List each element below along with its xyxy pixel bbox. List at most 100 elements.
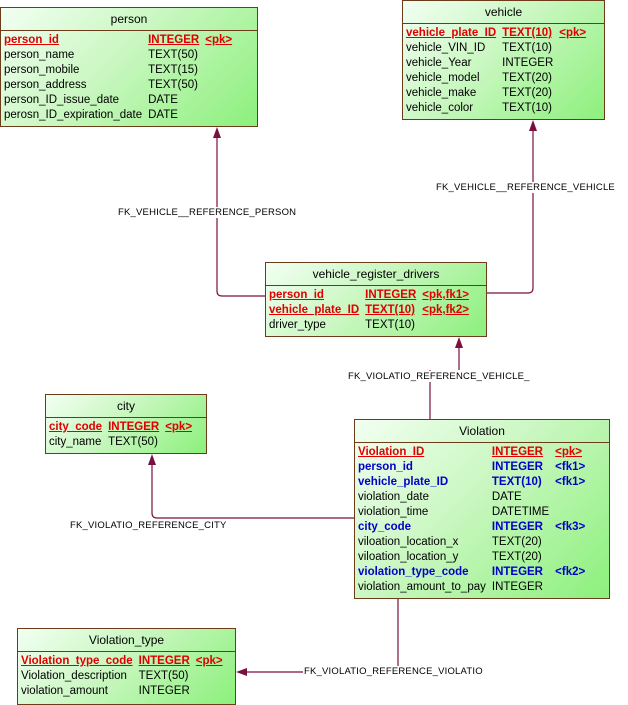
column-key: <pk>	[195, 655, 223, 667]
column-type: TEXT(20)	[491, 551, 542, 563]
column-type: TEXT(20)	[491, 536, 542, 548]
column-row[interactable]: vehicle_plate_ID TEXT(10) <pk>	[406, 26, 592, 41]
column-name: vehicle_color	[406, 102, 474, 114]
column-row[interactable]: city_code INTEGER <pk>	[49, 420, 198, 435]
column-row[interactable]: violation_date DATE	[358, 490, 591, 505]
column-row[interactable]: vehicle_color TEXT(10)	[406, 101, 592, 116]
link-fk-violatio-reference-city[interactable]	[151, 459, 354, 519]
column-type: DATE	[491, 491, 522, 503]
link-fk-vehicle-reference-person[interactable]	[216, 132, 265, 297]
column-type: TEXT(50)	[138, 670, 189, 682]
column-type: TEXT(10)	[365, 304, 415, 316]
column-name: person_name	[4, 49, 75, 61]
column-type: INTEGER	[491, 446, 543, 458]
column-key: <pk>	[165, 421, 193, 433]
column-name: vehicle_plate_ID	[406, 27, 497, 39]
column-type: INTEGER	[138, 655, 190, 667]
column-name: vehicle_model	[406, 72, 480, 84]
column-name: Violation_description	[21, 670, 127, 682]
column-row[interactable]: person_mobile TEXT(15)	[4, 63, 238, 78]
column-name: violation_date	[358, 491, 429, 503]
column-type: TEXT(15)	[148, 64, 198, 76]
link-fk-vehicle-reference-vehicle[interactable]	[486, 125, 534, 294]
relationship-label: FK_VEHICLE__REFERENCE_VEHICLE	[435, 182, 616, 193]
column-key	[555, 505, 591, 520]
column-list: vehicle_plate_ID TEXT(10) <pk> vehicle_VIN_…	[406, 26, 592, 116]
column-key: <fk1>	[555, 476, 586, 488]
column-key: <fk1>	[555, 461, 586, 473]
column-name: vehicle_plate_ID	[269, 304, 360, 316]
column-type: INTEGER	[491, 521, 543, 533]
arrow-head-icon	[529, 120, 537, 131]
column-name: person_mobile	[4, 64, 80, 76]
column-name: vehicle_VIN_ID	[406, 42, 486, 54]
column-type: INTEGER	[138, 685, 190, 697]
column-name: violation_amount_to_pay	[358, 581, 486, 593]
column-key	[205, 108, 238, 123]
column-name: Violation_ID	[358, 446, 425, 458]
column-row[interactable]: Violation_description TEXT(50)	[21, 669, 229, 684]
entity-title: city	[46, 395, 206, 418]
link-fk-violatio-reference-violatio[interactable]	[240, 598, 399, 673]
column-name: city_code	[358, 521, 412, 533]
column-key	[205, 48, 238, 63]
column-key	[559, 71, 592, 86]
column-row[interactable]: vehicle_model TEXT(20)	[406, 71, 592, 86]
column-key	[422, 318, 475, 333]
entity-title: Violation	[355, 420, 609, 443]
column-name: viloation_location_y	[358, 551, 459, 563]
column-key	[205, 78, 238, 93]
column-name: vehicle_plate_ID	[358, 476, 449, 488]
column-key	[559, 56, 592, 71]
column-type: DATETIME	[491, 506, 550, 518]
column-type: TEXT(10)	[502, 102, 552, 114]
column-key: <pk>	[559, 27, 587, 39]
column-name: city_code	[49, 421, 103, 433]
column-type: INTEGER	[502, 57, 554, 69]
column-row[interactable]: vehicle_plate_ID TEXT(10) <fk1>	[358, 475, 591, 490]
column-name: person_id	[4, 34, 59, 46]
relationship-label: FK_VIOLATIO_REFERENCE_VIOLATIO	[303, 666, 484, 677]
column-type: TEXT(20)	[502, 72, 552, 84]
column-type: TEXT(10)	[491, 476, 542, 488]
column-type: INTEGER	[108, 421, 160, 433]
column-type: TEXT(10)	[365, 319, 415, 331]
column-row[interactable]: viloation_location_y TEXT(20)	[358, 550, 591, 565]
column-name: city_name	[49, 436, 102, 448]
column-type: TEXT(10)	[502, 27, 552, 39]
column-key: <pk>	[205, 34, 233, 46]
relationship-label: FK_VEHICLE__REFERENCE_PERSON	[117, 207, 298, 218]
column-key	[555, 580, 591, 595]
